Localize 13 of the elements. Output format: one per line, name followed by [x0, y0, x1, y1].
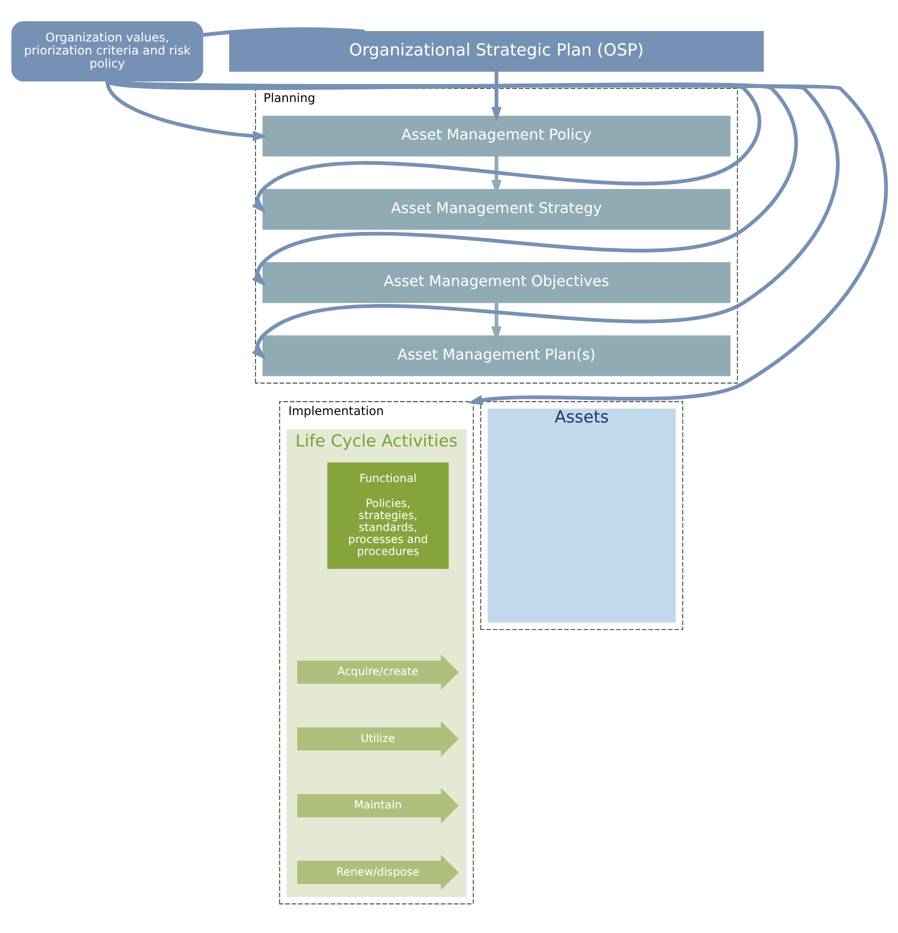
- node-box: Asset Management Policy: [262, 116, 730, 157]
- connector: [202, 27, 365, 37]
- node-box: Assets: [488, 408, 676, 623]
- node-box: Asset Management Strategy: [262, 188, 730, 230]
- arrow: [491, 72, 502, 122]
- arrow: [105, 80, 268, 142]
- arrow: [107, 79, 888, 406]
- node-box: Organizational Strategic Plan (OSP): [229, 30, 764, 72]
- arrow: [107, 79, 840, 360]
- node-box: Asset Management Plan(s): [262, 335, 730, 376]
- node-box: Functional Policies, strategies, standards, processes and procedures: [327, 462, 449, 569]
- node-box: Organization values, priorization criteria and risk policy: [11, 21, 204, 82]
- node-box: Asset Management Objectives: [262, 262, 730, 303]
